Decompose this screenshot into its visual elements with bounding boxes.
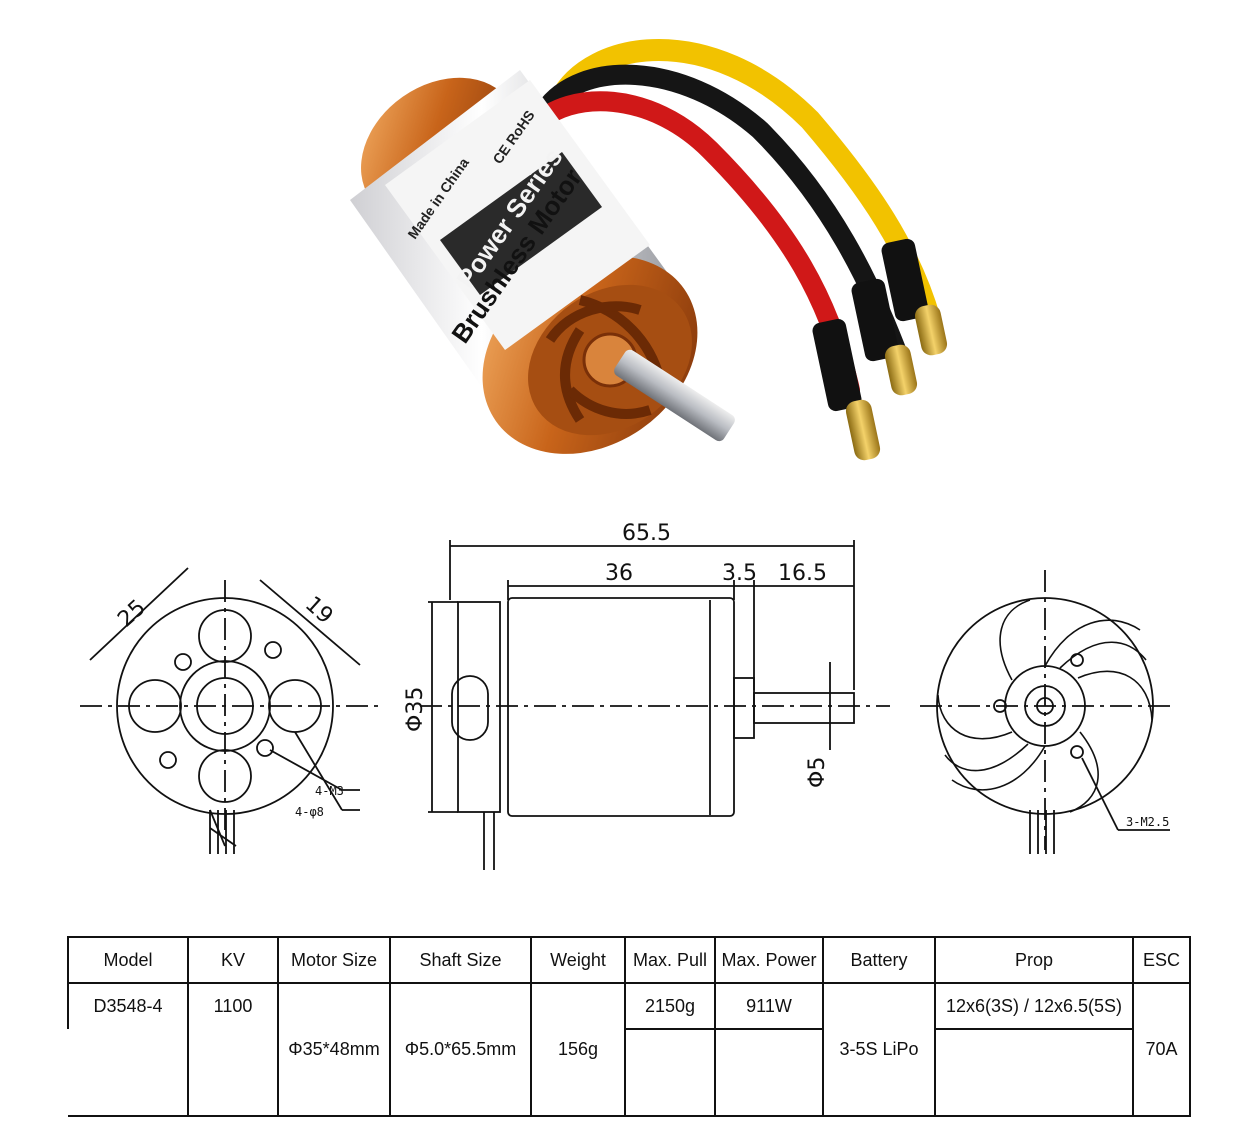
dim-25: 25 [113,595,151,632]
technical-drawings: 25 19 4-M3 4-φ8 65.5 [60,510,1200,890]
header-weight: Weight [530,936,626,984]
dim-shaft-diameter: Φ5 [805,757,830,788]
cell-prop: 12x6(3S) / 12x6.5(5S) [934,982,1134,1030]
rear-view-drawing [920,570,1170,854]
cell-empty [934,1028,1134,1117]
cell-shaft-size: Φ5.0*65.5mm [389,982,532,1117]
motor-photo: Brushless Motor Power Series Made in Chi… [290,0,990,500]
dim-total-length: 65.5 [622,521,671,546]
header-model: Model [67,936,189,984]
cell-motor-size: Φ35*48mm [277,982,391,1117]
cell-battery: 3-5S LiPo [822,982,936,1117]
table-row [68,1028,1190,1117]
dim-19: 19 [300,592,338,629]
cell-model: D3548-4 [67,982,189,1029]
cell-weight: 156g [530,982,626,1117]
dim-diameter: Φ35 [403,687,428,732]
header-max-pull: Max. Pull [624,936,716,984]
dim-body-length: 36 [605,561,633,586]
header-battery: Battery [822,936,936,984]
note-4-hole: 4-φ8 [295,805,324,819]
header-max-power: Max. Power [714,936,824,984]
note-4-m3: 4-M3 [315,784,344,798]
side-view-drawing [420,540,890,870]
header-prop: Prop [934,936,1134,984]
bullet-connectors [812,238,948,461]
cell-empty [68,1029,189,1117]
cell-kv: 1100 [187,982,279,1029]
cell-max-pull: 2150g [624,982,716,1030]
dim-gap: 3.5 [722,561,757,586]
table-row: D3548-4 1100 Φ35*48mm Φ5.0*65.5mm 156g 2… [67,982,1191,1117]
cell-empty [624,1028,716,1117]
motor-body: Brushless Motor Power Series Made in Chi… [350,70,735,454]
cell-esc: 70A [1132,982,1191,1117]
header-motor-size: Motor Size [277,936,391,984]
dim-shaft-length: 16.5 [778,561,827,586]
note-3-m25: 3-M2.5 [1126,815,1169,829]
cell-empty [187,1029,279,1117]
cell-max-power: 911W [714,982,824,1030]
spec-table: Model KV Motor Size Shaft Size Weight Ma… [67,936,1191,1117]
cell-empty [714,1028,824,1117]
header-shaft-size: Shaft Size [389,936,532,984]
front-view-drawing [80,567,380,854]
header-esc: ESC [1132,936,1191,984]
header-kv: KV [187,936,279,984]
table-header-row: Model KV Motor Size Shaft Size Weight Ma… [67,936,1191,984]
